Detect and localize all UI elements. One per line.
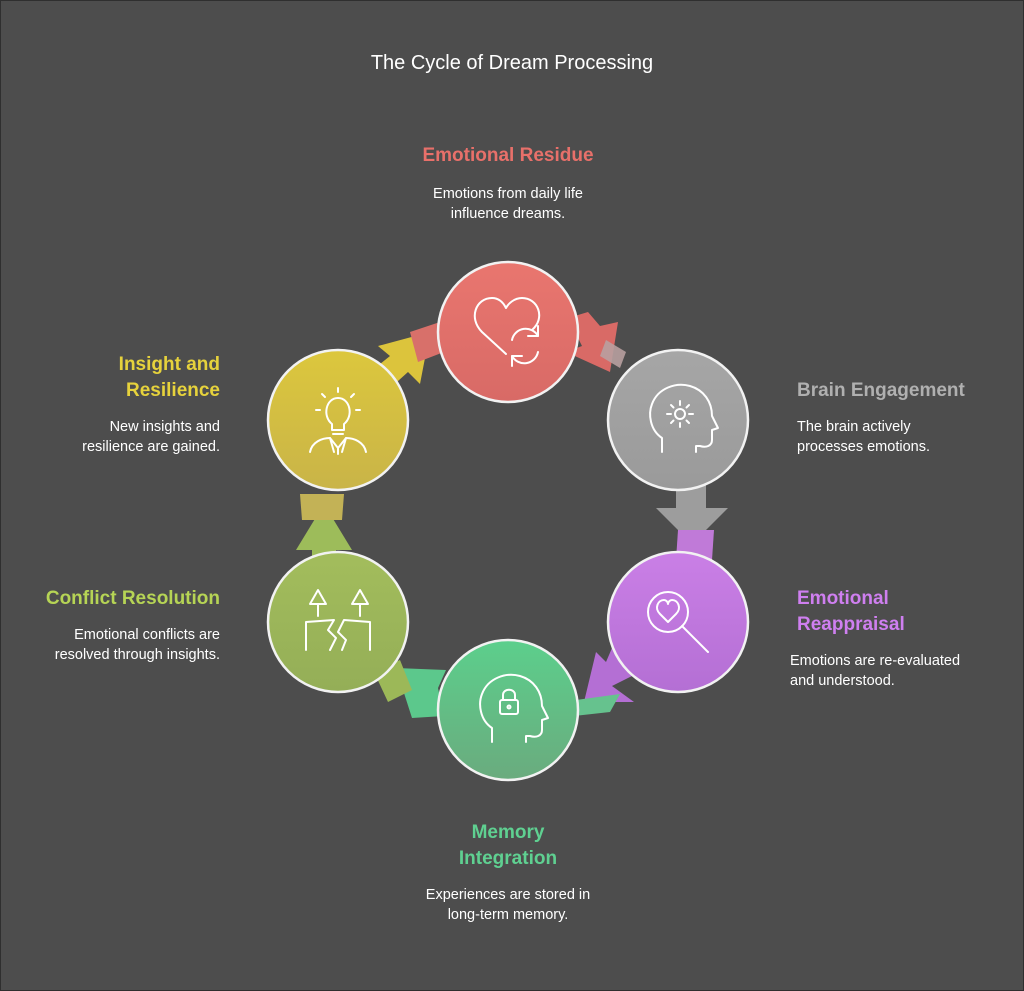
- desc-emotional-residue: Emotions from daily life influence dream…: [433, 186, 583, 222]
- person-lightbulb-icon: [309, 387, 367, 455]
- stage-node-memory: [436, 638, 580, 782]
- stage-node-residue: [436, 260, 580, 404]
- head-gear-icon: [649, 383, 719, 453]
- head-lock-icon: [479, 673, 549, 743]
- label-conflict-resolution: Conflict Resolution: [45, 588, 220, 609]
- desc-conflict-resolution: Emotional conflicts are resolved through…: [54, 627, 220, 663]
- arrow-conflict-to-insight: [296, 504, 352, 572]
- stage-node-brain: [606, 348, 750, 492]
- arrow-brain-to-reappraisal: [656, 474, 728, 544]
- split-ground-trees-icon: [305, 589, 371, 651]
- stage-node-insight: [266, 348, 410, 492]
- desc-emotional-reappraisal: Emotions are re-evaluated and understood…: [790, 653, 961, 689]
- heart-cycle-icon: [473, 297, 541, 367]
- heart-magnifier-icon: [647, 591, 709, 653]
- arrow-memory-to-conflict: [396, 668, 446, 718]
- label-brain-engagement: Brain Engagement: [797, 380, 965, 401]
- label-memory-integration: Memory Integration: [458, 822, 558, 869]
- label-emotional-residue: Emotional Residue: [422, 145, 594, 166]
- diagram-title: The Cycle of Dream Processing: [370, 52, 654, 74]
- desc-memory-integration: Experiences are stored in long-term memo…: [425, 887, 591, 923]
- label-insight-resilience: Insight and Resilience: [118, 354, 220, 401]
- label-emotional-reappraisal: Emotional Reappraisal: [797, 588, 905, 635]
- stage-node-conflict: [266, 550, 410, 694]
- cycle-arrows: [296, 312, 728, 718]
- desc-brain-engagement: The brain actively processes emotions.: [797, 419, 930, 455]
- stage-node-reappraisal: [606, 550, 750, 694]
- desc-insight-resilience: New insights and resilience are gained.: [82, 419, 220, 455]
